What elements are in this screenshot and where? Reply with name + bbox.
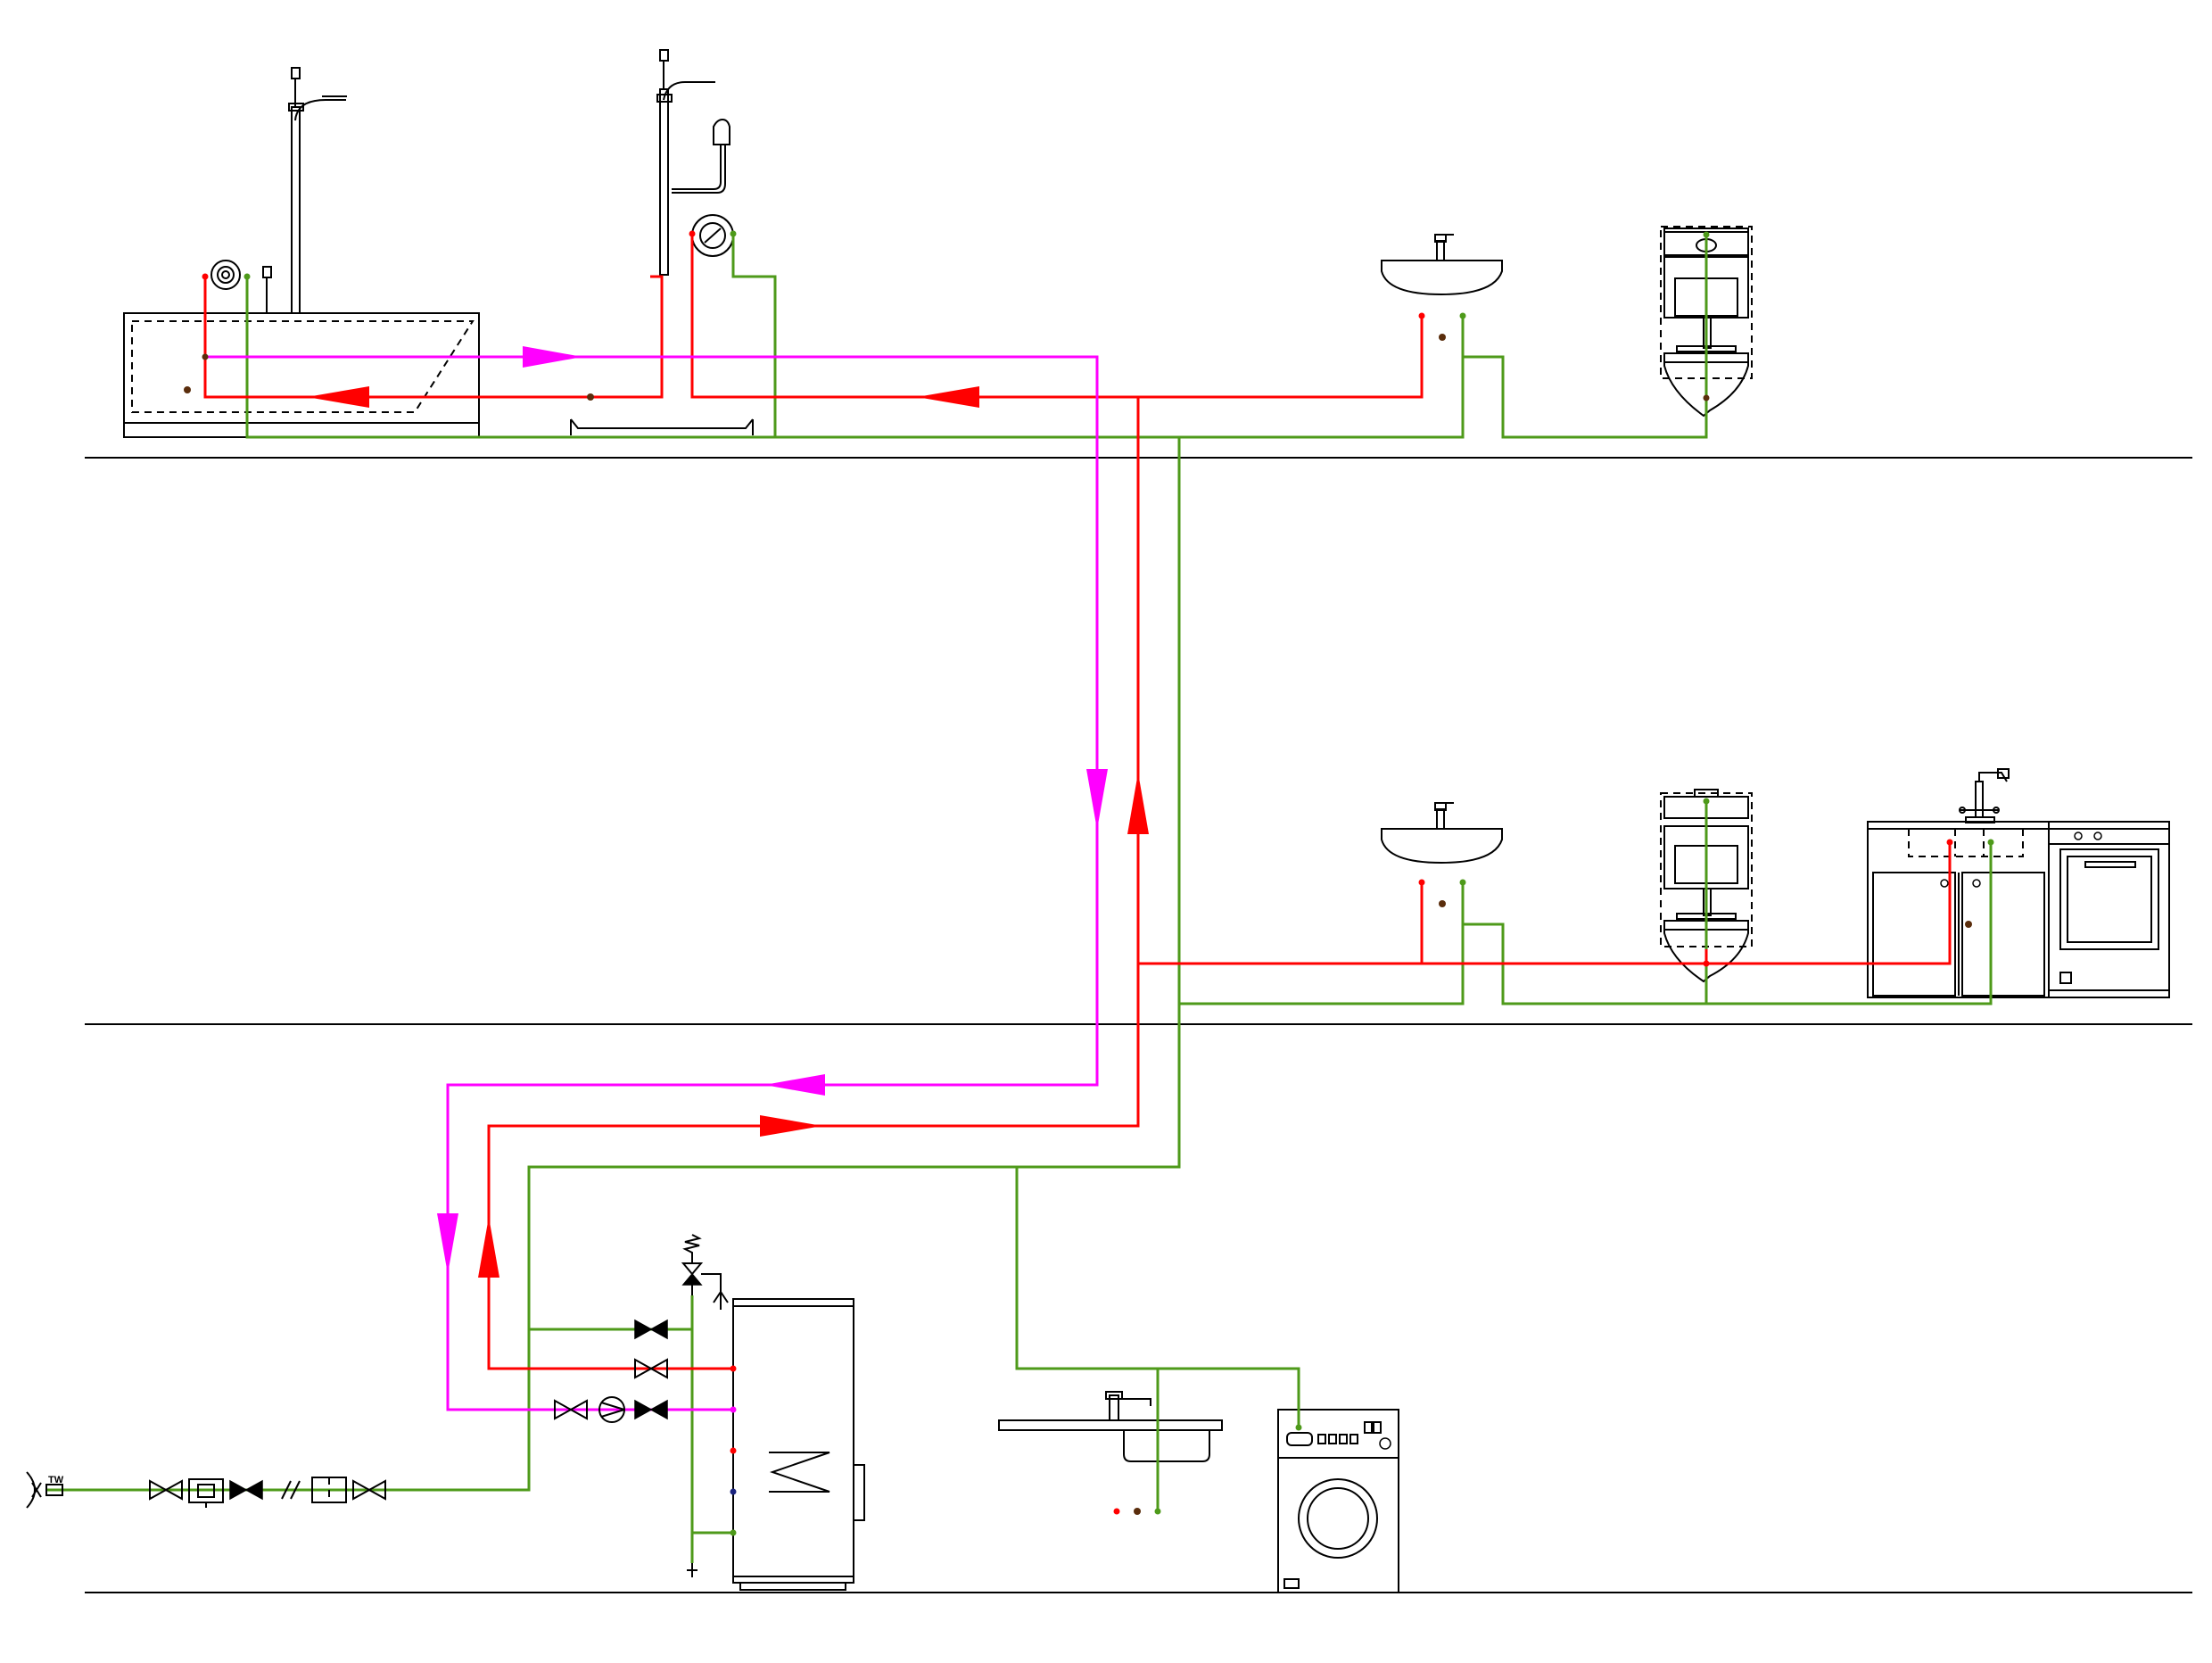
- tw-label: TW: [48, 1475, 64, 1485]
- water-meter-icon: [188, 1478, 224, 1508]
- cold-water-pipes: [46, 234, 1993, 1535]
- tank-drain-icon: [687, 1533, 697, 1577]
- shower-icon: [570, 49, 754, 435]
- cold-inlet-valve-icon: [634, 1319, 668, 1340]
- hot-arrow-left: [478, 1217, 499, 1278]
- hot-water-pipes: [203, 234, 1952, 1370]
- hot-arrow-bottom: [760, 1115, 822, 1137]
- flow-arrows: [307, 346, 1149, 1278]
- hot-arrow-top-right: [917, 386, 979, 408]
- washing-machine-icon: [1277, 1409, 1399, 1593]
- main-gate-valve-icon: [149, 1479, 183, 1501]
- hot-arrow-riser: [1127, 773, 1149, 834]
- hot-water-tank-icon: [732, 1298, 865, 1591]
- circulation-check-valve-icon: [634, 1399, 668, 1420]
- circulation-arrow-left: [437, 1213, 458, 1274]
- washbasin-icon-top: [1381, 234, 1503, 296]
- fitting-dots: [184, 230, 1994, 1536]
- hot-arrow-bath: [307, 386, 369, 408]
- safety-valve-icon: [681, 1234, 729, 1310]
- service-inlet-icon: TW: [26, 1471, 64, 1509]
- utility-sink-icon: [998, 1391, 1223, 1462]
- circulation-arrow-riser: [1086, 769, 1108, 830]
- separation-mark-icon: [281, 1480, 301, 1500]
- circulation-pipes: [205, 355, 1099, 1411]
- dishwasher-icon: [2048, 821, 2170, 998]
- bathtub-icon: [123, 67, 480, 438]
- filter-icon: [311, 1477, 347, 1503]
- circulation-pump-icon: [598, 1396, 625, 1423]
- kitchen-sink-icon: [1867, 768, 2050, 998]
- circulation-arrow-top: [523, 346, 582, 368]
- check-valve-icon: [229, 1479, 263, 1501]
- circulation-arrow-bottom: [764, 1074, 825, 1096]
- circulation-valve-icon: [554, 1399, 588, 1420]
- outlet-gate-valve-icon: [352, 1479, 386, 1501]
- hot-outlet-valve-icon: [634, 1358, 668, 1379]
- washbasin-icon-middle: [1381, 802, 1503, 865]
